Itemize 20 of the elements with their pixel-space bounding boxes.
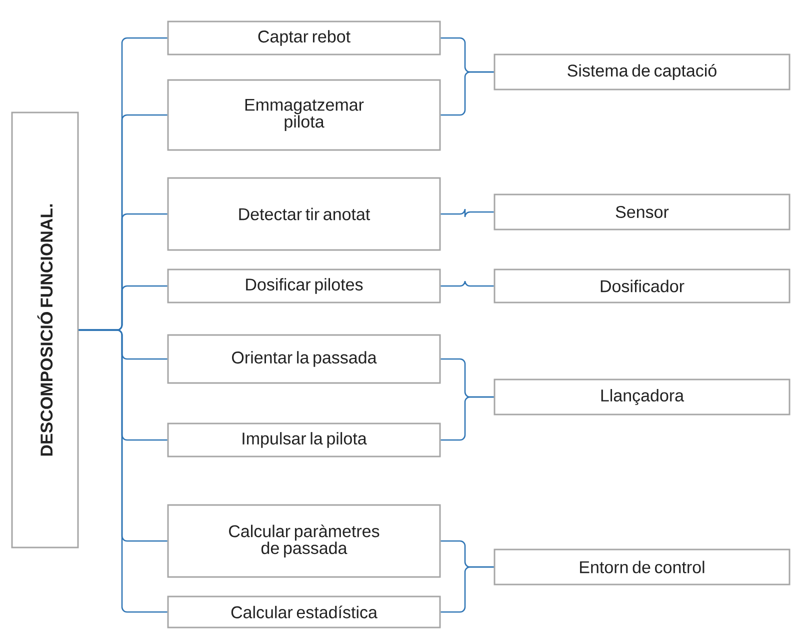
process-box: Emmagatzemar pilota xyxy=(167,79,441,151)
process-box: Detectar tir anotat xyxy=(167,177,441,251)
connector xyxy=(440,396,494,441)
process-box: Calcular estadística xyxy=(167,596,441,628)
component-box: Dosificador xyxy=(494,268,790,304)
connector xyxy=(440,208,494,218)
connector xyxy=(440,71,494,116)
process-box: Orientar la passada xyxy=(167,334,441,384)
component-box: Entorn de control xyxy=(494,548,790,586)
connector xyxy=(440,280,494,287)
component-box: Llançadora xyxy=(494,378,790,416)
process-box: Calcular paràmetres de passada xyxy=(167,504,441,578)
process-box: Impulsar la pilota xyxy=(167,422,441,458)
process-box: Dosificar pilotes xyxy=(167,268,441,304)
connector xyxy=(78,329,168,613)
connector xyxy=(440,566,494,613)
title-box: DESCOMPOSICIÓ FUNCIONAL. xyxy=(11,112,79,548)
component-box: Sensor xyxy=(494,194,790,230)
component-box: Sistema de captació xyxy=(494,54,790,90)
process-box: Captar rebot xyxy=(167,20,441,56)
